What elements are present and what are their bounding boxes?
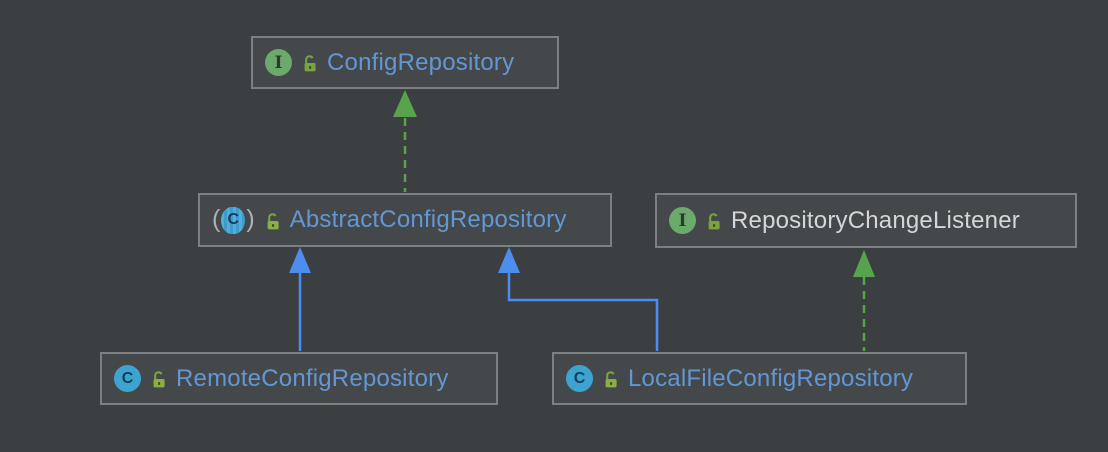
edge-remote-extends-abstract <box>289 247 311 351</box>
edge-localfile-extends-abstract <box>498 247 659 351</box>
edge-localfile-implements-listener <box>853 250 875 351</box>
class-name-label: ConfigRepository <box>327 48 515 76</box>
extends-arrowhead-icon <box>498 247 520 273</box>
class-node-abstract-config-repository[interactable]: ( C ) AbstractConfigRepository <box>198 193 612 247</box>
class-name-label: AbstractConfigRepository <box>289 206 567 233</box>
class-name-label: RepositoryChangeListener <box>731 206 1020 234</box>
interface-icon: I <box>669 207 696 234</box>
public-unlocked-icon <box>705 212 722 231</box>
extends-edge-elbow-line <box>507 273 659 351</box>
class-name-label: LocalFileConfigRepository <box>628 364 914 392</box>
public-unlocked-icon <box>264 212 281 231</box>
implements-arrowhead-icon <box>853 250 875 277</box>
public-unlocked-icon <box>602 370 619 389</box>
class-name-label: RemoteConfigRepository <box>176 364 449 392</box>
class-node-local-file-config-repository[interactable]: C LocalFileConfigRepository <box>552 352 967 405</box>
abstract-class-icon: ( C ) <box>212 204 255 234</box>
class-node-remote-config-repository[interactable]: C RemoteConfigRepository <box>100 352 498 405</box>
interface-icon: I <box>265 49 292 76</box>
class-node-config-repository[interactable]: I ConfigRepository <box>251 36 559 89</box>
public-unlocked-icon <box>301 54 318 73</box>
edge-abstract-implements-configrepository <box>393 90 417 192</box>
abstract-paren-right: ) <box>246 204 255 233</box>
public-unlocked-icon <box>150 370 167 389</box>
abstract-paren-left: ( <box>212 204 221 233</box>
extends-arrowhead-icon <box>289 247 311 273</box>
class-icon: C <box>114 365 141 392</box>
class-icon: C <box>566 365 593 392</box>
class-letter-badge: C <box>221 206 246 234</box>
implements-arrowhead-icon <box>393 90 417 117</box>
class-node-repository-change-listener[interactable]: I RepositoryChangeListener <box>655 193 1077 248</box>
